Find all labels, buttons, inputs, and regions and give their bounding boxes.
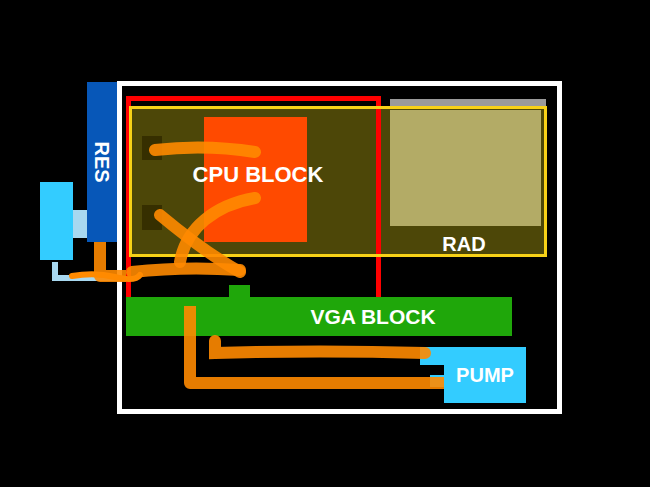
- radiator-area: [130, 108, 546, 256]
- pc-case: [120, 84, 560, 412]
- cpu-block-outline: CPU BLOCK: [126, 96, 381, 306]
- tube: [132, 268, 240, 272]
- pump-fitting: [420, 347, 445, 365]
- tube: [215, 341, 425, 353]
- reservoir-bar: RES: [87, 82, 117, 242]
- fitting: [142, 136, 162, 160]
- coolant-tube: [100, 242, 126, 276]
- clear-tube: [55, 262, 118, 278]
- node-label: CPU BLOCK: [193, 164, 324, 186]
- vga-block: VGA BLOCK: [126, 297, 512, 336]
- node-label: RAD: [442, 234, 485, 254]
- radiator-outline: RAD: [129, 106, 547, 257]
- radiator-core: [390, 110, 541, 226]
- tube: [160, 215, 240, 272]
- node-label: PUMP: [456, 365, 514, 385]
- tube: [155, 147, 255, 152]
- tube: [180, 198, 255, 262]
- reservoir-tank: [40, 182, 73, 260]
- node-label: RES: [92, 141, 112, 182]
- fitting: [142, 205, 162, 230]
- reservoir-fitting: [73, 210, 87, 238]
- pump: PUMP: [444, 347, 526, 403]
- node-label: VGA BLOCK: [310, 306, 435, 327]
- pump-fitting: [430, 375, 445, 387]
